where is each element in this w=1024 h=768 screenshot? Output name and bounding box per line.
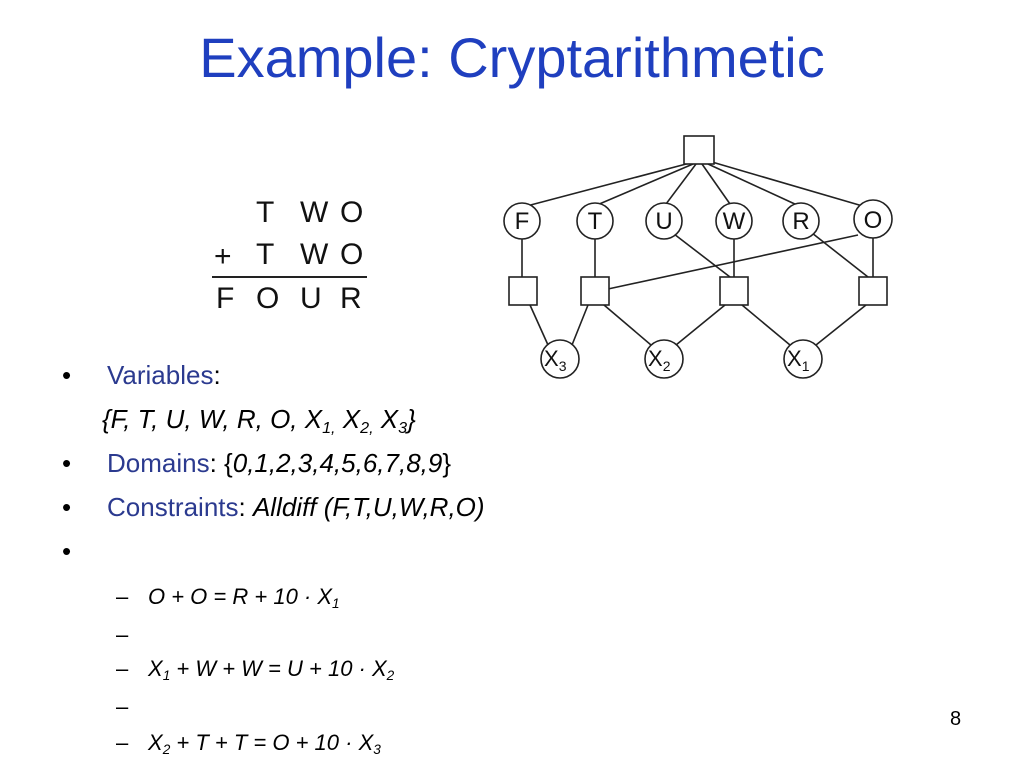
domains-label: Domains: [107, 448, 210, 478]
variables-x2: X: [335, 404, 361, 434]
eq2-x: X: [148, 656, 163, 681]
puzzle-r3-c2: O: [256, 282, 280, 315]
node-label-u: U: [655, 208, 672, 235]
empty-dash-1: –: [116, 622, 148, 648]
dash-mark: –: [116, 584, 129, 609]
constraint-eq-3: –X2 + T + T = O + 10 · X3: [116, 730, 381, 757]
eq3-text: + T + T = O + 10 · X: [170, 730, 374, 755]
eq2-text: + W + W = U + 10 · X: [170, 656, 387, 681]
dash-mark: –: [116, 694, 129, 719]
variables-set: {F, T, U, W, R, O, X1, X2, X3}: [102, 404, 416, 438]
constraints-value: Alldiff (F,T,U,W,R,O): [252, 492, 485, 522]
puzzle-r1-c2: W: [300, 196, 329, 229]
constraint-square-2: [580, 276, 610, 306]
domains-colon: : {: [209, 448, 233, 478]
node-label-t: T: [588, 208, 603, 235]
variables-label: Variables: [107, 360, 214, 390]
constraint-graph: F T U W R O X3 X2 X1: [503, 135, 893, 379]
constraint-eq-2: –X1 + W + W = U + 10 · X2: [116, 656, 394, 683]
carry-label-x2: X2: [648, 346, 671, 374]
constraints-label: Constraints: [107, 492, 239, 522]
bullet-domains: • Domains: {0,1,2,3,4,5,6,7,8,9}: [62, 448, 451, 479]
bullet-dot: •: [62, 536, 72, 566]
puzzle-r3-c4: R: [340, 282, 362, 315]
eq3-x-sub: 2: [162, 742, 171, 758]
bullet-dot: •: [62, 360, 72, 390]
eq1-sub: 1: [332, 596, 340, 612]
variable-nodes: [503, 199, 893, 240]
eq1-text: O + O = R + 10 · X: [148, 584, 333, 609]
node-circle-f: [503, 202, 541, 240]
sum-line: [212, 276, 367, 278]
node-circle-t: [576, 202, 614, 240]
variables-sub-2: 2,: [360, 418, 374, 437]
eq3-x: X: [148, 730, 163, 755]
domains-value: 0,1,2,3,4,5,6,7,8,9: [232, 448, 443, 478]
carry-circle-x3: [540, 339, 580, 379]
carry-circle-x2: [644, 339, 684, 379]
constraint-square-3: [719, 276, 749, 306]
page-number: 8: [950, 708, 962, 730]
node-label-w: W: [723, 208, 746, 235]
constraint-square-4: [858, 276, 888, 306]
carry-label-x1: X1: [787, 346, 810, 374]
puzzle-r2-c1: T: [256, 238, 275, 271]
constraint-square-1: [508, 276, 538, 306]
slide-title: Example: Cryptarithmetic: [199, 26, 825, 89]
variables-sub-3: 3: [398, 418, 408, 437]
carry-label-x3: X3: [544, 346, 567, 374]
node-label-r: R: [792, 208, 809, 235]
puzzle-plus-sign: +: [214, 240, 232, 273]
carry-circle-x1: [783, 339, 823, 379]
dash-mark: –: [116, 730, 129, 755]
eq2-sub: 2: [386, 668, 395, 684]
graph-edges: [521, 161, 874, 346]
puzzle-r3-c3: U: [300, 282, 322, 315]
puzzle-r1-c3: O: [340, 196, 364, 229]
variables-x3: X: [373, 404, 399, 434]
bullet-dot: •: [62, 492, 72, 522]
puzzle-r1-c1: T: [256, 196, 275, 229]
bullet-dot: •: [62, 448, 72, 478]
eq2-x-sub: 1: [162, 668, 171, 684]
variables-close: }: [407, 404, 416, 434]
bullet-empty: •: [62, 536, 107, 567]
node-circle-o: [853, 199, 893, 239]
constraint-eq-1: –O + O = R + 10 · X1: [116, 584, 340, 611]
node-circle-r: [782, 202, 820, 240]
puzzle-r2-c3: O: [340, 238, 364, 271]
constraints-colon: :: [238, 492, 253, 522]
bullet-constraints: • Constraints: Alldiff (F,T,U,W,R,O): [62, 492, 485, 523]
constraint-squares: [508, 276, 888, 306]
dash-mark: –: [116, 622, 129, 647]
puzzle-r3-c1: F: [216, 282, 235, 315]
variables-sub-1: 1,: [322, 418, 336, 437]
empty-dash-2: –: [116, 694, 148, 720]
node-circle-w: [715, 202, 753, 240]
variables-set-prefix: {F, T, U, W, R, O, X: [102, 404, 323, 434]
top-constraint-square: [683, 135, 715, 165]
domains-close: }: [442, 448, 452, 478]
variables-colon: :: [213, 360, 221, 390]
node-circle-u: [645, 202, 683, 240]
node-label-f: F: [515, 208, 530, 235]
carry-nodes: [540, 339, 823, 379]
dash-mark: –: [116, 656, 129, 681]
node-label-o: O: [864, 207, 883, 234]
bullet-variables: • Variables:: [62, 360, 221, 391]
puzzle-r2-c2: W: [300, 238, 329, 271]
eq3-sub: 3: [373, 742, 381, 758]
